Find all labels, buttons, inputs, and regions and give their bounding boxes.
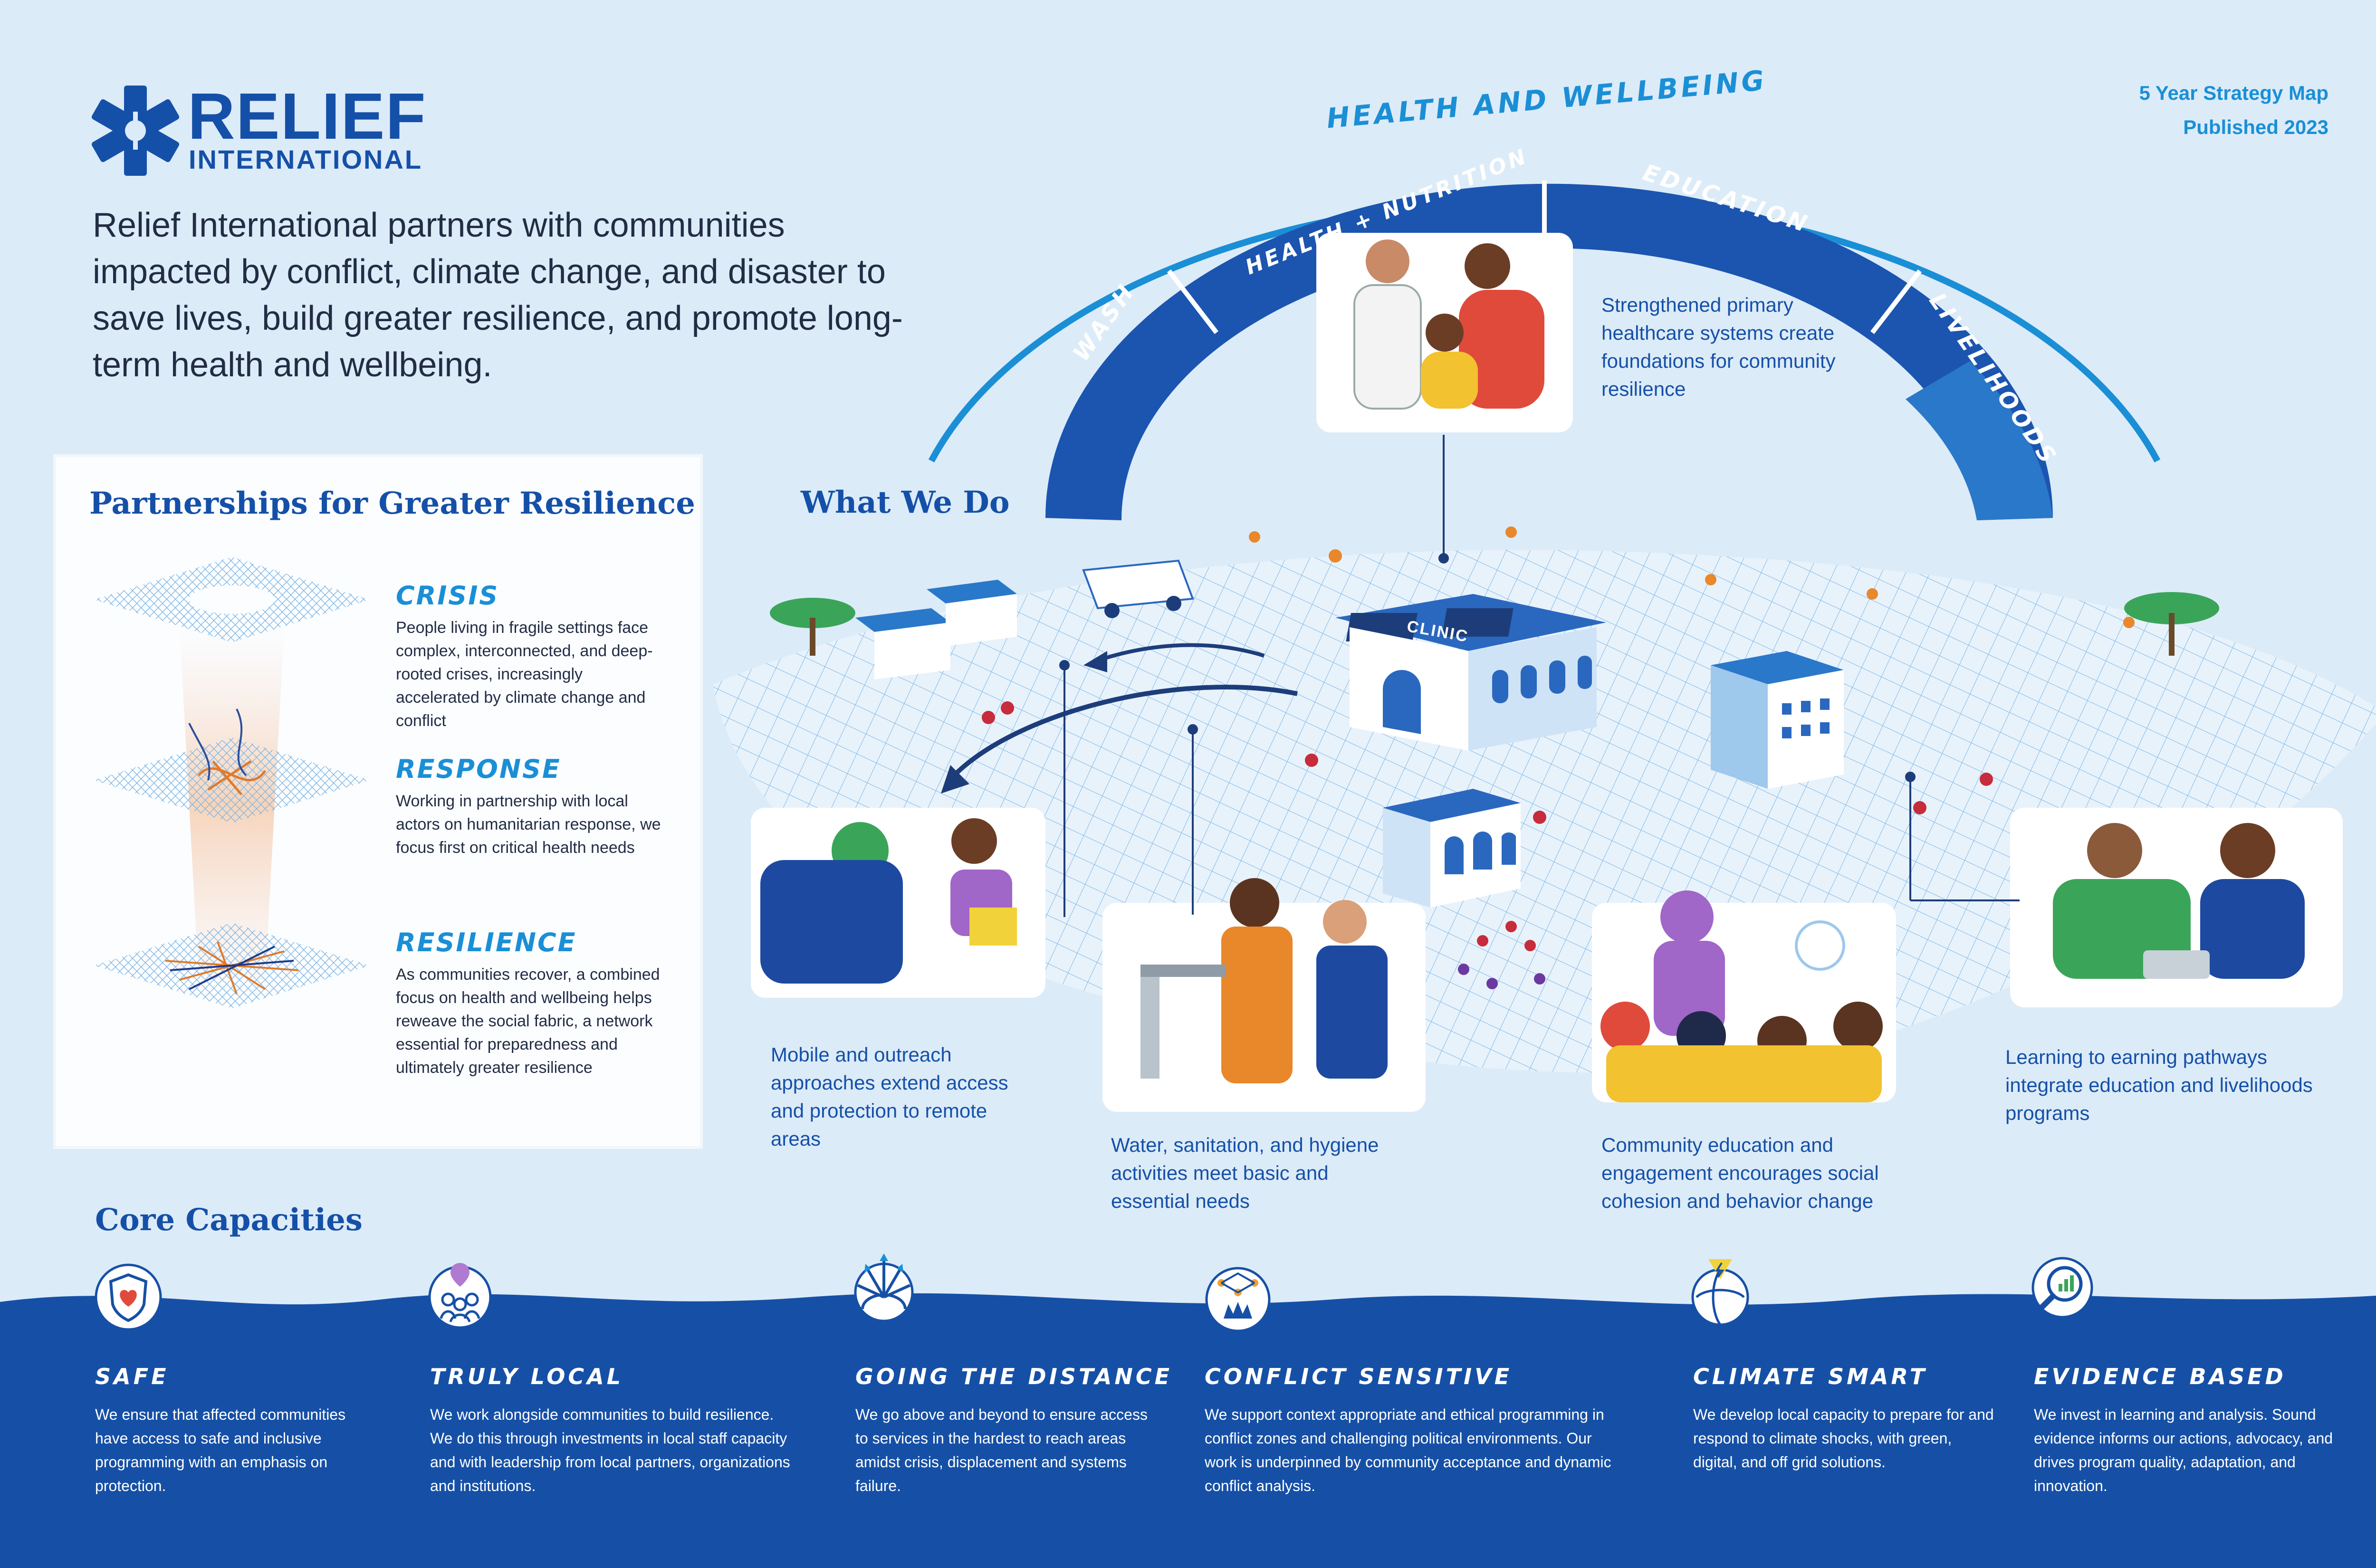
phase-title-response: RESPONSE xyxy=(396,754,561,784)
callout-wash: Water, sanitation, and hygiene activitie… xyxy=(1111,1134,1379,1212)
magnifier-chart-icon xyxy=(2031,1257,2093,1319)
callout-community: Community education and engagement encou… xyxy=(1601,1134,1879,1212)
star-of-life-icon xyxy=(91,86,180,176)
learning-earning-scene xyxy=(2010,808,2343,1007)
strategy-map-label: 5 Year Strategy Map xyxy=(2139,82,2328,104)
core-capacities-title: Core Capacities xyxy=(95,1202,363,1238)
callout-mobile-outreach: Mobile and outreach approaches extend ac… xyxy=(771,1043,1008,1150)
capacity-text-evidence-based: We invest in learning and analysis. Soun… xyxy=(2034,1406,2333,1494)
mobile-outreach-scene xyxy=(751,808,1045,998)
partnerships-card: Partnerships for Greater Resilience CRIS… xyxy=(56,457,700,1146)
phase-text-crisis: People living in fragile settings face c… xyxy=(396,619,653,730)
partnerships-title: Partnerships for Greater Resilience xyxy=(89,486,695,521)
capacity-title-climate-smart: CLIMATE SMART xyxy=(1693,1364,1928,1389)
capacity-title-conflict-sensitive: CONFLICT SENSITIVE xyxy=(1205,1364,1513,1389)
brand-name: RELIEF xyxy=(188,80,427,153)
brand-subname: INTERNATIONAL xyxy=(189,144,423,174)
capacity-text-safe: We ensure that affected communities have… xyxy=(95,1406,346,1494)
published-label: Published 2023 xyxy=(2183,116,2328,138)
capacity-title-truly-local: TRULY LOCAL xyxy=(430,1364,624,1389)
school-building xyxy=(1383,789,1521,908)
what-we-do-title: What We Do xyxy=(801,485,1010,520)
capacity-text-going-the-distance: We go above and beyond to ensure access … xyxy=(855,1406,1148,1494)
capacity-title-going-the-distance: GOING THE DISTANCE xyxy=(855,1364,1173,1389)
tree-right xyxy=(2124,592,2219,656)
shield-heart-icon xyxy=(95,1263,162,1331)
community-pin-icon xyxy=(428,1263,492,1329)
tree-left xyxy=(770,598,855,656)
health-worker-scene xyxy=(1316,233,1573,432)
clinic-building xyxy=(1335,594,1606,751)
shed-buildings xyxy=(855,580,1017,679)
water-pump-scene xyxy=(1102,878,1426,1112)
capacity-title-evidence-based: EVIDENCE BASED xyxy=(2034,1364,2286,1389)
callout-learning: Learning to earning pathways integrate e… xyxy=(2005,1046,2313,1124)
capacity-text-conflict-sensitive: We support context appropriate and ethic… xyxy=(1205,1406,1611,1494)
health-wellbeing-arch xyxy=(928,181,2161,520)
phase-title-resilience: RESILIENCE xyxy=(396,927,577,957)
resilience-layers-illustration xyxy=(94,557,370,1008)
ocean-band xyxy=(0,1293,2376,1568)
callout-healthcare: Strengthened primary healthcare systems … xyxy=(1601,294,1836,400)
capacity-title-safe: SAFE xyxy=(95,1364,169,1389)
community-education-scene xyxy=(1592,890,1896,1102)
phase-text-response: Working in partnership with local actors… xyxy=(396,792,661,857)
capacity-text-truly-local: We work alongside communities to build r… xyxy=(430,1406,790,1494)
mobile-van xyxy=(1082,559,1194,618)
phase-text-resilience: As communities recover, a combined focus… xyxy=(396,966,660,1077)
intro-statement: Relief International partners with commu… xyxy=(93,206,903,384)
network-burst-icon xyxy=(1205,1267,1271,1332)
capacity-text-climate-smart: We develop local capacity to prepare for… xyxy=(1693,1406,1994,1471)
globe-lightning-icon xyxy=(1691,1259,1749,1326)
phase-title-crisis: CRISIS xyxy=(396,581,499,611)
arrows-outward-icon xyxy=(854,1253,914,1321)
brand-logo: RELIEF INTERNATIONAL xyxy=(88,83,449,178)
apartment-building xyxy=(1711,651,1844,789)
